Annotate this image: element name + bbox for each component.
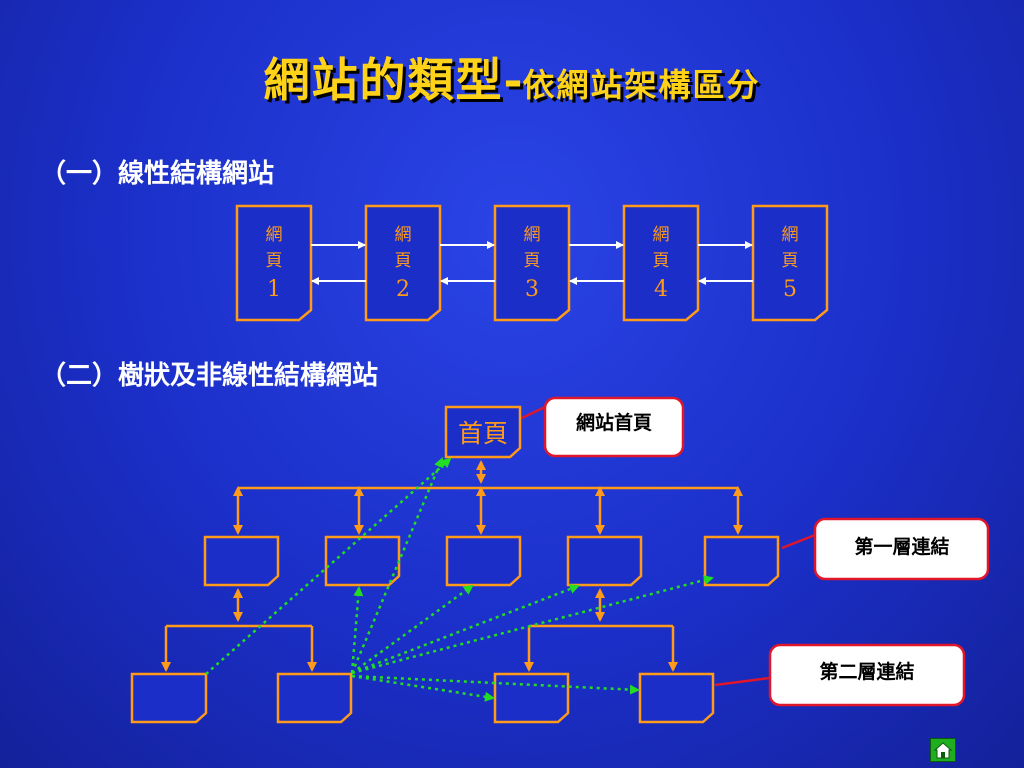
callout-home: 網站首頁 xyxy=(521,396,685,458)
page-number: 2 xyxy=(396,277,410,302)
level1-page xyxy=(203,535,280,587)
page-label: 網 xyxy=(524,225,541,245)
page-label: 頁 xyxy=(395,251,412,271)
level1-page xyxy=(445,535,522,587)
title-main: 網站的類型 xyxy=(263,53,504,107)
level2-page xyxy=(276,672,353,724)
level1-page xyxy=(566,535,643,587)
level2-page xyxy=(638,672,715,724)
page-number: 4 xyxy=(654,277,668,302)
page-label: 網 xyxy=(266,225,283,245)
tree-level1-pages xyxy=(203,535,780,587)
callout-home-text: 網站首頁 xyxy=(576,411,652,434)
home-icon xyxy=(933,742,953,759)
tree-connectors-level1 xyxy=(233,460,743,535)
level1-page xyxy=(703,535,780,587)
page-label: 頁 xyxy=(782,251,799,271)
linear-arrows xyxy=(311,241,753,285)
level1-page xyxy=(324,535,401,587)
home-label: 首頁 xyxy=(458,419,508,448)
level2-page xyxy=(493,672,570,724)
callout-level1: 第一層連結 xyxy=(781,517,990,581)
linear-page-4: 網 頁 4 xyxy=(622,204,700,322)
page-label: 頁 xyxy=(266,251,283,271)
tree-connectors-level2 xyxy=(161,588,678,672)
page-label: 頁 xyxy=(653,251,670,271)
slide-title: 網站的類型-依網站架構區分 xyxy=(0,44,1024,110)
title-sub: 依網站架構區分 xyxy=(522,66,761,104)
linear-page-3: 網 頁 3 xyxy=(493,204,571,322)
level2-page xyxy=(130,672,208,724)
section-linear-heading: （一）線性結構網站 xyxy=(40,159,275,189)
linear-page-2: 網 頁 2 xyxy=(364,204,442,322)
section-tree-heading: （二）樹狀及非線性結構網站 xyxy=(40,361,379,391)
callout-level1-text: 第一層連結 xyxy=(854,535,949,558)
nonlinear-links xyxy=(205,457,714,702)
callout-level2: 第二層連結 xyxy=(714,643,966,707)
tree-level2-pages xyxy=(130,672,715,724)
page-number: 3 xyxy=(525,277,539,302)
page-number: 1 xyxy=(267,277,281,302)
page-number: 5 xyxy=(783,277,797,302)
page-label: 網 xyxy=(653,225,670,245)
title-dash: - xyxy=(503,53,523,107)
page-label: 頁 xyxy=(524,251,541,271)
callout-level2-text: 第二層連結 xyxy=(819,660,914,683)
tree-home-page: 首頁 xyxy=(444,405,522,459)
home-button[interactable] xyxy=(930,738,956,762)
linear-page-5: 網 頁 5 xyxy=(751,204,829,322)
page-label: 網 xyxy=(782,225,799,245)
page-label: 網 xyxy=(395,225,412,245)
linear-page-1: 網 頁 1 xyxy=(235,204,313,322)
